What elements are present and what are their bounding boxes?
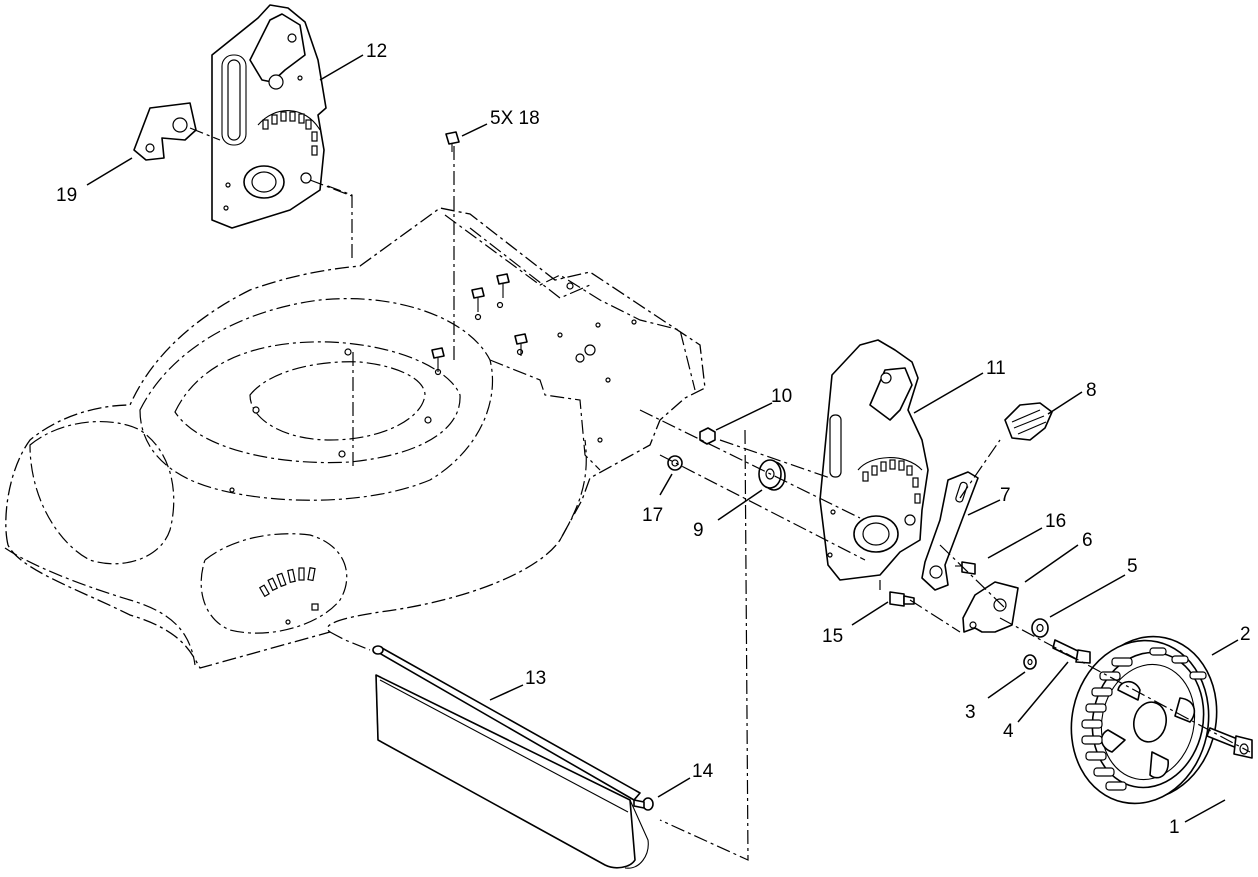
part-2-wheel — [1070, 635, 1218, 805]
callout-7: 7 — [1000, 485, 1011, 506]
callout-leaders — [86, 54, 1239, 823]
deck-mounting-holes — [229, 282, 637, 625]
part-12-height-adjuster-left — [211, 4, 327, 229]
part-17-locknut — [667, 455, 683, 471]
callout-5x18: 5X 18 — [490, 108, 540, 129]
callout-8: 8 — [1086, 380, 1097, 401]
part-9-bushing — [758, 459, 786, 491]
part-14-screw — [633, 797, 654, 811]
part-1-wheel-bolt — [1206, 727, 1253, 759]
part-16-bolt — [955, 561, 976, 575]
callout-9: 9 — [693, 520, 704, 541]
part-19-bracket — [133, 102, 197, 161]
part-13-rear-flap — [372, 645, 649, 869]
callout-13: 13 — [525, 668, 546, 689]
mower-deck — [4, 184, 706, 669]
callout-15: 15 — [822, 626, 843, 647]
adjuster-notches-11 — [862, 459, 921, 504]
part-5-washer — [1031, 618, 1049, 638]
callout-12: 12 — [366, 41, 387, 62]
part-15-bolt — [889, 591, 915, 607]
callout-1: 1 — [1169, 817, 1180, 838]
assembly-center-lines — [189, 127, 1251, 861]
callout-16: 16 — [1045, 511, 1066, 532]
callout-17: 17 — [642, 505, 663, 526]
part-3-washer — [1023, 654, 1037, 670]
adjuster-notches-12 — [262, 111, 318, 156]
callout-4: 4 — [1003, 721, 1014, 742]
callout-6: 6 — [1082, 530, 1093, 551]
callout-labels: 1 2 3 4 5 5X 18 6 7 8 9 10 11 12 13 14 1… — [56, 41, 1251, 838]
callout-10: 10 — [771, 386, 792, 407]
wheel-tread — [1081, 647, 1207, 791]
callout-11: 11 — [986, 358, 1006, 379]
part-5x18-carriage-bolt — [445, 131, 460, 152]
callout-3: 3 — [965, 702, 976, 723]
callout-19: 19 — [56, 185, 77, 206]
part-8-adjuster-knob — [1004, 402, 1053, 441]
deck-carriage-bolts — [431, 273, 528, 372]
part-11-height-adjuster-right — [819, 339, 929, 581]
deck-vent-slots — [258, 567, 319, 611]
callout-5: 5 — [1127, 556, 1138, 577]
part-4-axle-bolt — [1052, 639, 1091, 664]
part-6-axle-bracket — [962, 581, 1019, 633]
callout-2: 2 — [1240, 624, 1251, 645]
callout-14: 14 — [692, 761, 714, 782]
part-10-nut — [699, 427, 716, 445]
